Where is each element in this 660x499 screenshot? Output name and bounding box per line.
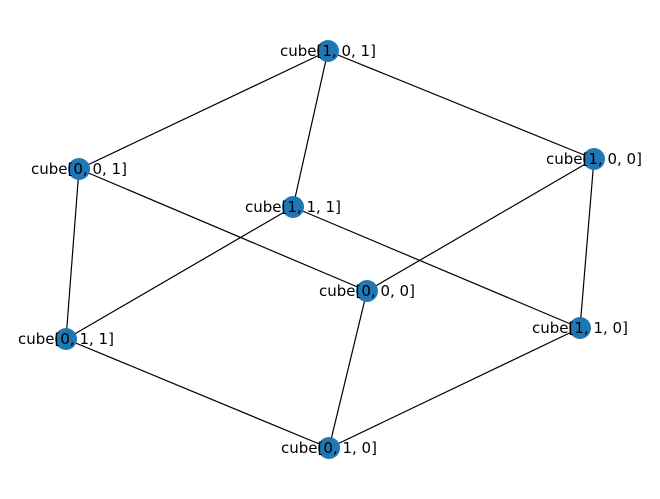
edge-001-000 xyxy=(78,168,368,292)
node-label-111: cube[1, 1, 1] xyxy=(245,198,341,216)
node-label-100: cube[1, 0, 0] xyxy=(546,150,642,168)
edge-101-001 xyxy=(78,50,329,170)
edges-layer xyxy=(65,50,595,449)
edge-101-100 xyxy=(327,50,595,160)
edge-110-010 xyxy=(328,327,581,449)
node-001 xyxy=(68,158,90,180)
node-000 xyxy=(356,280,378,302)
edge-001-011 xyxy=(65,168,80,340)
node-label-000: cube[0, 0, 0] xyxy=(319,282,415,300)
edge-011-010 xyxy=(65,338,330,449)
edge-100-000 xyxy=(366,158,595,292)
node-label-101: cube[1, 0, 1] xyxy=(280,42,376,60)
edge-111-110 xyxy=(292,206,581,329)
nodes-layer xyxy=(55,40,605,459)
edge-000-010 xyxy=(328,290,368,449)
node-label-010: cube[0, 1, 0] xyxy=(281,439,377,457)
node-010 xyxy=(318,437,340,459)
node-label-110: cube[1, 1, 0] xyxy=(532,319,628,337)
node-label-001: cube[0, 0, 1] xyxy=(31,160,127,178)
edge-100-110 xyxy=(579,158,595,329)
labels-layer: cube[1, 0, 1] cube[0, 0, 1] cube[1, 0, 0] c… xyxy=(18,42,642,457)
node-100 xyxy=(583,148,605,170)
edge-111-011 xyxy=(65,206,294,340)
node-011 xyxy=(55,328,77,350)
edge-101-111 xyxy=(292,50,329,208)
node-111 xyxy=(282,196,304,218)
node-101 xyxy=(317,40,339,62)
node-110 xyxy=(569,317,591,339)
node-label-011: cube[0, 1, 1] xyxy=(18,330,114,348)
